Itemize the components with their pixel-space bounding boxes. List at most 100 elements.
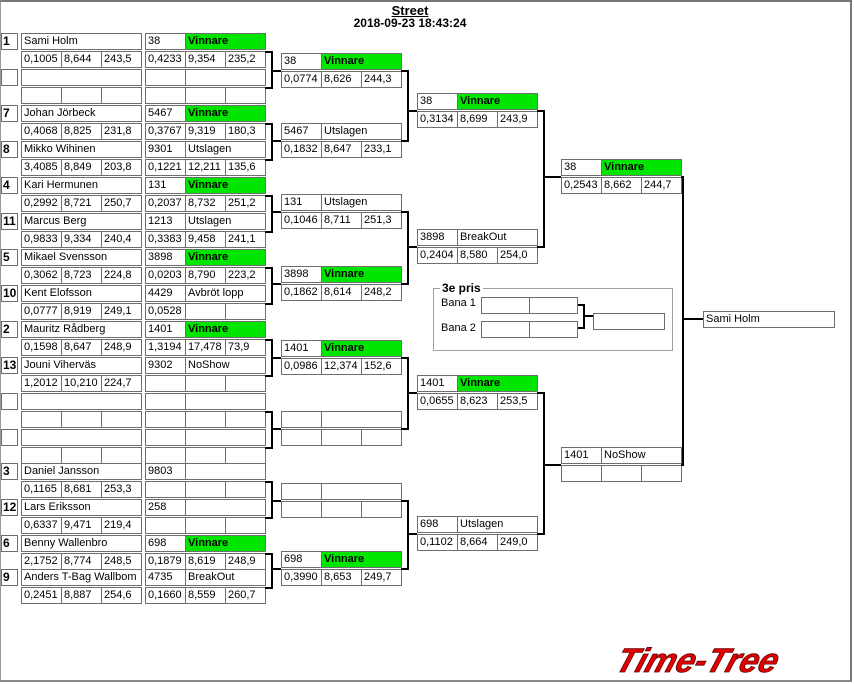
bracket-connector [543, 392, 545, 535]
round2-result-reaction-time [281, 429, 322, 446]
round3-result-elapsed-time: 8,623 [457, 393, 498, 410]
bracket-connector [401, 140, 409, 142]
bracket-connector [537, 533, 545, 535]
round1-result-reaction-time [145, 375, 186, 392]
round2-result-number[interactable]: 698 [281, 551, 322, 568]
racer-name[interactable] [21, 393, 142, 410]
racer-name[interactable]: Mauritz Rådberg [21, 321, 142, 338]
racer-name[interactable]: Johan Jörbeck [21, 105, 142, 122]
round2-result-status: Vinnare [321, 53, 402, 70]
final-winner[interactable]: Sami Holm [703, 311, 835, 328]
round1-result-number[interactable]: 9301 [145, 141, 186, 158]
racer-reaction-time: 0,2451 [21, 587, 62, 604]
round4-result-number[interactable]: 38 [561, 159, 602, 176]
round1-result-number[interactable] [145, 69, 186, 86]
round1-result-number[interactable]: 1213 [145, 213, 186, 230]
racer-name[interactable] [21, 429, 142, 446]
round2-result-speed [361, 501, 402, 518]
round1-result-number[interactable] [145, 429, 186, 446]
round2-result-elapsed-time: 8,614 [321, 284, 362, 301]
bracket-connector [265, 553, 273, 555]
round3-result-speed: 243,9 [497, 111, 538, 128]
third-lane2-b[interactable] [529, 321, 578, 338]
bracket-connector [271, 500, 281, 502]
racer-name[interactable] [21, 69, 142, 86]
round3-result-elapsed-time: 8,699 [457, 111, 498, 128]
round1-result-elapsed-time: 9,319 [185, 123, 226, 140]
round1-result-elapsed-time: 9,458 [185, 231, 226, 248]
round1-result-speed: 248,9 [225, 553, 266, 570]
round3-result-status: Vinnare [457, 375, 538, 392]
racer-name[interactable]: Kari Hermunen [21, 177, 142, 194]
round2-result-number[interactable] [281, 483, 322, 500]
bracket-connector [265, 195, 273, 197]
racer-name[interactable]: Sami Holm [21, 33, 142, 50]
bracket-connector [265, 159, 273, 161]
round2-result-speed: 233,1 [361, 141, 402, 158]
racer-name[interactable]: Jouni Viherväs [21, 357, 142, 374]
racer-speed: 219,4 [101, 517, 142, 534]
round2-result-number[interactable]: 38 [281, 53, 322, 70]
round1-result-number[interactable]: 5467 [145, 105, 186, 122]
round1-result-elapsed-time [185, 411, 226, 428]
racer-reaction-time [21, 447, 62, 464]
round3-result-number[interactable]: 1401 [417, 375, 458, 392]
round1-result-reaction-time: 0,1221 [145, 159, 186, 176]
third-lane2-a[interactable] [481, 321, 530, 338]
racer-name[interactable]: Kent Elofsson [21, 285, 142, 302]
round2-result-number[interactable] [281, 411, 322, 428]
round2-result-number[interactable]: 3898 [281, 266, 322, 283]
round1-result-number[interactable]: 4429 [145, 285, 186, 302]
logo-text: Time-Tree [611, 642, 785, 680]
round1-result-number[interactable]: 1401 [145, 321, 186, 338]
racer-elapsed-time: 9,334 [61, 231, 102, 248]
racer-name[interactable]: Mikko Wihinen [21, 141, 142, 158]
third-place-result[interactable] [593, 313, 665, 330]
round2-result-reaction-time: 0,1862 [281, 284, 322, 301]
round1-result-status: Vinnare [185, 249, 266, 266]
round1-result-number[interactable]: 258 [145, 499, 186, 516]
round1-result-speed [225, 375, 266, 392]
round2-result-number[interactable]: 1401 [281, 340, 322, 357]
round2-result-number[interactable]: 5467 [281, 123, 322, 140]
racer-name[interactable]: Marcus Berg [21, 213, 142, 230]
third-connector [578, 327, 585, 329]
racer-name[interactable]: Benny Wallenbro [21, 535, 142, 552]
round4-result-number[interactable]: 1401 [561, 447, 602, 464]
bracket-connector [265, 339, 273, 341]
bracket-connector [265, 267, 273, 269]
round1-result-speed: 223,2 [225, 267, 266, 284]
seed-number: 5 [1, 249, 18, 266]
round1-result-speed: 135,6 [225, 159, 266, 176]
bracket-connector [271, 283, 281, 285]
bracket-connector [265, 231, 273, 233]
round1-result-number[interactable]: 131 [145, 177, 186, 194]
round3-result-reaction-time: 0,0655 [417, 393, 458, 410]
round1-result-number[interactable]: 3898 [145, 249, 186, 266]
racer-reaction-time [21, 411, 62, 428]
round1-result-number[interactable]: 4735 [145, 569, 186, 586]
bracket-connector [271, 70, 281, 72]
racer-name[interactable]: Anders T-Bag Wallbom [21, 569, 142, 586]
racer-name[interactable]: Daniel Jansson [21, 463, 142, 480]
third-lane1-b[interactable] [529, 297, 578, 314]
third-place-title: 3e pris [440, 281, 483, 295]
round1-result-reaction-time [145, 517, 186, 534]
round3-result-number[interactable]: 3898 [417, 229, 458, 246]
bracket-connector [407, 211, 409, 285]
round1-result-number[interactable]: 698 [145, 535, 186, 552]
round1-result-number[interactable]: 9803 [145, 463, 186, 480]
round1-result-elapsed-time: 8,790 [185, 267, 226, 284]
round1-result-speed: 235,2 [225, 51, 266, 68]
round1-result-number[interactable]: 9302 [145, 357, 186, 374]
third-lane1-a[interactable] [481, 297, 530, 314]
racer-name[interactable]: Mikael Svensson [21, 249, 142, 266]
round1-result-number[interactable]: 38 [145, 33, 186, 50]
round1-result-status: Vinnare [185, 105, 266, 122]
round3-result-number[interactable]: 698 [417, 516, 458, 533]
round1-result-number[interactable] [145, 393, 186, 410]
racer-name[interactable]: Lars Eriksson [21, 499, 142, 516]
round3-result-number[interactable]: 38 [417, 93, 458, 110]
racer-speed: 231,8 [101, 123, 142, 140]
round2-result-number[interactable]: 131 [281, 194, 322, 211]
